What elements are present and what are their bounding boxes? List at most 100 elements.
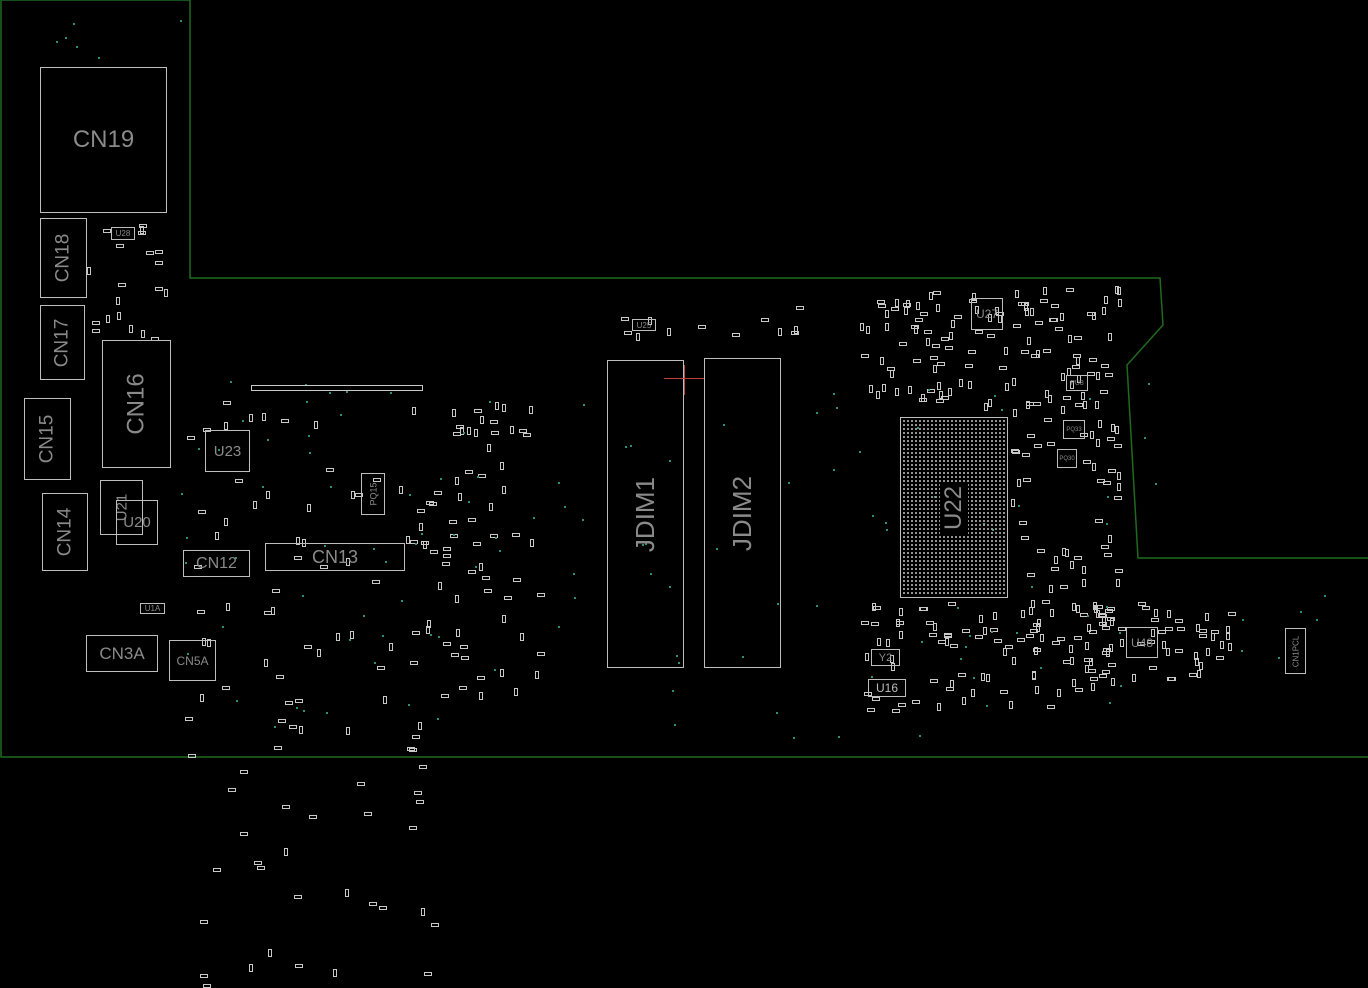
chip-pu8[interactable]: PU8 — [1066, 375, 1088, 391]
smd-pad — [411, 407, 416, 416]
via — [776, 602, 779, 605]
chip-u16[interactable]: U16 — [868, 679, 906, 697]
smd-pad — [1016, 637, 1025, 642]
smd-pad — [968, 350, 977, 354]
smd-pad — [1228, 612, 1237, 617]
smd-pad — [1019, 521, 1028, 526]
smd-pad — [1137, 601, 1146, 606]
dimm-slot-jdim1[interactable]: JDIM1 — [607, 360, 684, 668]
smd-pad — [897, 702, 906, 707]
smd-pad — [881, 384, 886, 393]
component-label: PQ15 — [368, 482, 379, 506]
smd-pad — [971, 688, 976, 697]
smd-pad — [317, 648, 322, 657]
smd-pad — [889, 654, 894, 663]
smd-pad — [477, 676, 486, 681]
smd-pad — [944, 345, 953, 350]
smd-pad — [513, 577, 522, 582]
chip-u25[interactable]: U25 — [632, 319, 656, 331]
smd-pad — [896, 618, 901, 627]
via — [304, 383, 307, 386]
via — [968, 635, 971, 638]
smd-pad — [1098, 673, 1107, 678]
smd-pad — [222, 400, 231, 405]
smd-pad — [226, 603, 231, 612]
smd-pad — [907, 385, 912, 394]
chip-u23[interactable]: U23 — [205, 430, 250, 472]
mosfet-pq30[interactable]: PQ30 — [1057, 449, 1077, 468]
smd-pad — [187, 435, 196, 440]
via — [871, 676, 874, 679]
smd-pad — [273, 745, 282, 750]
smd-pad — [1206, 647, 1211, 656]
smd-pad — [731, 333, 740, 338]
smd-pad — [450, 653, 459, 658]
connector-cn5a[interactable]: CN5A — [169, 640, 216, 681]
smd-pad — [1072, 365, 1081, 370]
smd-pad — [185, 716, 194, 721]
cpu-u22[interactable]: U22 — [900, 417, 1008, 598]
chip-u28[interactable]: U28 — [111, 227, 135, 240]
smd-pad — [1048, 317, 1057, 322]
smd-pad — [948, 331, 953, 340]
connector-cn14[interactable]: CN14 — [42, 493, 88, 571]
via — [476, 476, 479, 479]
connector-cn18[interactable]: CN18 — [40, 218, 87, 298]
smd-pad — [411, 631, 420, 636]
connector-cn16[interactable]: CN16 — [102, 340, 171, 468]
smd-pad — [1087, 372, 1096, 377]
smd-pad — [951, 320, 956, 329]
smd-pad — [999, 366, 1008, 371]
chip-u1a[interactable]: U1A — [140, 603, 165, 614]
connector-cn13[interactable]: CN13 — [265, 543, 405, 571]
smd-pad — [196, 609, 205, 614]
smd-pad — [1199, 633, 1208, 638]
via — [273, 726, 276, 729]
connector-cn15[interactable]: CN15 — [24, 398, 71, 480]
smd-pad — [265, 490, 270, 499]
smd-pad — [1071, 602, 1076, 611]
mosfet-pq33[interactable]: PQ33 — [1063, 420, 1085, 439]
smd-pad — [91, 320, 100, 325]
via — [186, 653, 189, 656]
chip-u21[interactable]: U21 — [100, 480, 143, 535]
smd-pad — [1089, 357, 1098, 362]
smd-pad — [1025, 307, 1030, 316]
smd-pad — [623, 331, 632, 336]
smd-pad — [1114, 285, 1119, 294]
connector-cn19[interactable]: CN19 — [40, 67, 167, 213]
smd-pad — [1198, 662, 1203, 671]
smd-pad — [1101, 616, 1106, 625]
smd-pad — [140, 330, 145, 339]
via — [1105, 522, 1108, 525]
smd-pad — [984, 402, 989, 411]
connector-cn1pcl[interactable]: CN1PCL — [1285, 628, 1306, 674]
dimm-slot-jdim2[interactable]: JDIM2 — [704, 358, 781, 668]
smd-pad — [467, 570, 476, 575]
connector-cn3a[interactable]: CN3A — [86, 635, 158, 672]
smd-pad — [155, 250, 164, 255]
smd-pad — [621, 317, 630, 322]
smd-pad — [478, 563, 483, 572]
crystal-y2[interactable]: Y2 — [871, 649, 900, 666]
smd-pad — [1027, 434, 1036, 439]
smd-pad — [1034, 444, 1043, 449]
via — [676, 654, 679, 657]
smd-pad — [406, 746, 415, 751]
via — [581, 519, 584, 522]
chip-u48[interactable]: U48 — [1126, 627, 1158, 658]
connector-cn17[interactable]: CN17 — [40, 305, 85, 380]
smd-pad — [410, 539, 418, 544]
smd-pad — [487, 444, 492, 453]
chip-u20[interactable]: U20 — [116, 500, 158, 545]
chip-u27[interactable]: U27 — [971, 298, 1003, 330]
smd-pad — [261, 412, 266, 421]
mosfet-pq15[interactable]: PQ15 — [361, 473, 385, 515]
connector-cn12[interactable]: CN12 — [183, 550, 250, 577]
smd-pad — [791, 330, 800, 335]
component-label: PU8 — [1070, 379, 1084, 387]
smd-pad — [459, 685, 468, 690]
smd-pad — [1099, 389, 1108, 394]
smd-pad — [116, 296, 121, 305]
smd-pad — [1005, 382, 1010, 391]
